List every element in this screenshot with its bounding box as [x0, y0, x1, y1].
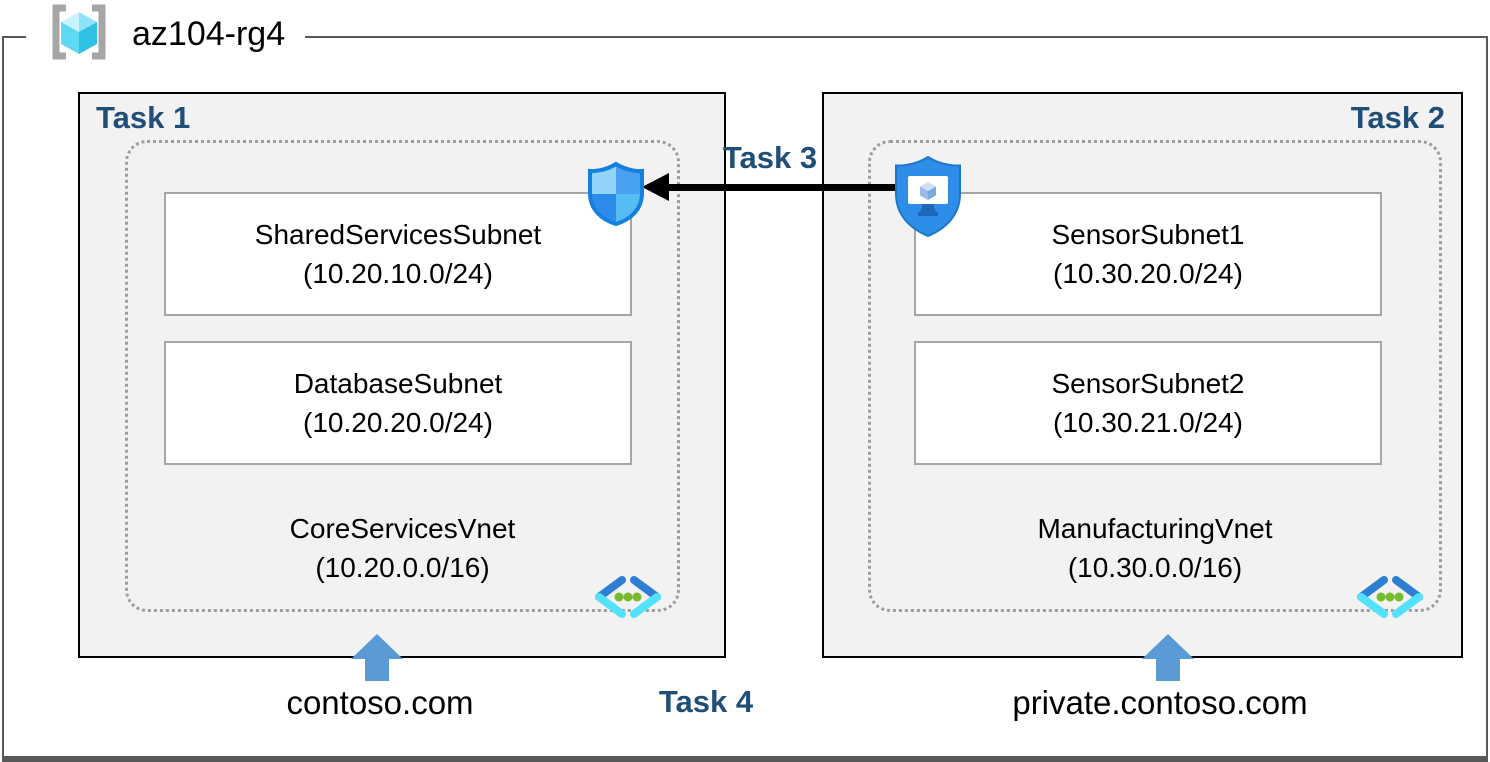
blue-up-arrow-left: [350, 634, 404, 687]
task4-label: Task 4: [658, 684, 754, 719]
vnet-name: ManufacturingVnet: [1037, 512, 1273, 544]
virtual-network-icon: [591, 576, 665, 623]
subnet-cidr: (10.20.20.0/24): [303, 407, 493, 438]
subnet-name: SensorSubnet2: [1051, 367, 1245, 399]
sensor-subnet1-box: SensorSubnet1 (10.30.20.0/24): [914, 192, 1382, 316]
core-services-vnet-label: CoreServicesVnet (10.20.0.0/16): [128, 509, 677, 587]
vnet-name: CoreServicesVnet: [289, 512, 516, 544]
database-subnet-box: DatabaseSubnet (10.20.20.0/24): [164, 341, 632, 465]
vnet-cidr: (10.30.0.0/16): [1067, 551, 1243, 583]
dns-zone-label-private-contoso: private.contoso.com: [1012, 684, 1308, 721]
resource-group-icon: [46, 3, 112, 66]
core-services-vnet-boundary: CoreServicesVnet (10.20.0.0/16): [125, 140, 680, 618]
subnet-name: DatabaseSubnet: [293, 367, 503, 399]
resource-group-frame: [2, 36, 1488, 762]
subnet-cidr: (10.30.21.0/24): [1053, 407, 1243, 438]
virtual-network-icon: [1353, 576, 1427, 623]
bastion-icon: [892, 154, 964, 245]
task2-box: Task 2 ManufacturingVnet (10.30.0.0/16): [822, 92, 1463, 658]
vnet-cidr: (10.20.0.0/16): [315, 551, 490, 583]
blue-up-arrow-right: [1141, 634, 1195, 687]
manufacturing-vnet-label: ManufacturingVnet (10.30.0.0/16): [871, 509, 1439, 587]
task2-label: Task 2: [1350, 100, 1445, 135]
peering-arrow-head: [642, 173, 669, 201]
subnet-cidr: (10.30.20.0/24): [1053, 258, 1243, 289]
task3-label: Task 3: [722, 140, 818, 175]
sensor-subnet2-box: SensorSubnet2 (10.30.21.0/24): [914, 341, 1382, 465]
shared-services-subnet-box: SharedServicesSubnet (10.20.10.0/24): [164, 192, 632, 316]
manufacturing-vnet-boundary: ManufacturingVnet (10.30.0.0/16): [868, 140, 1442, 618]
task1-label: Task 1: [96, 100, 191, 135]
resource-group-header: az104-rg4: [26, 3, 306, 66]
subnet-name: SensorSubnet1: [1051, 218, 1245, 250]
subnet-name: SharedServicesSubnet: [254, 218, 542, 250]
network-security-group-icon: [586, 161, 646, 232]
peering-arrow-line: [666, 184, 898, 191]
dns-zone-label-contoso: contoso.com: [286, 684, 474, 721]
subnet-cidr: (10.20.10.0/24): [303, 258, 493, 289]
resource-group-name: az104-rg4: [132, 14, 286, 53]
